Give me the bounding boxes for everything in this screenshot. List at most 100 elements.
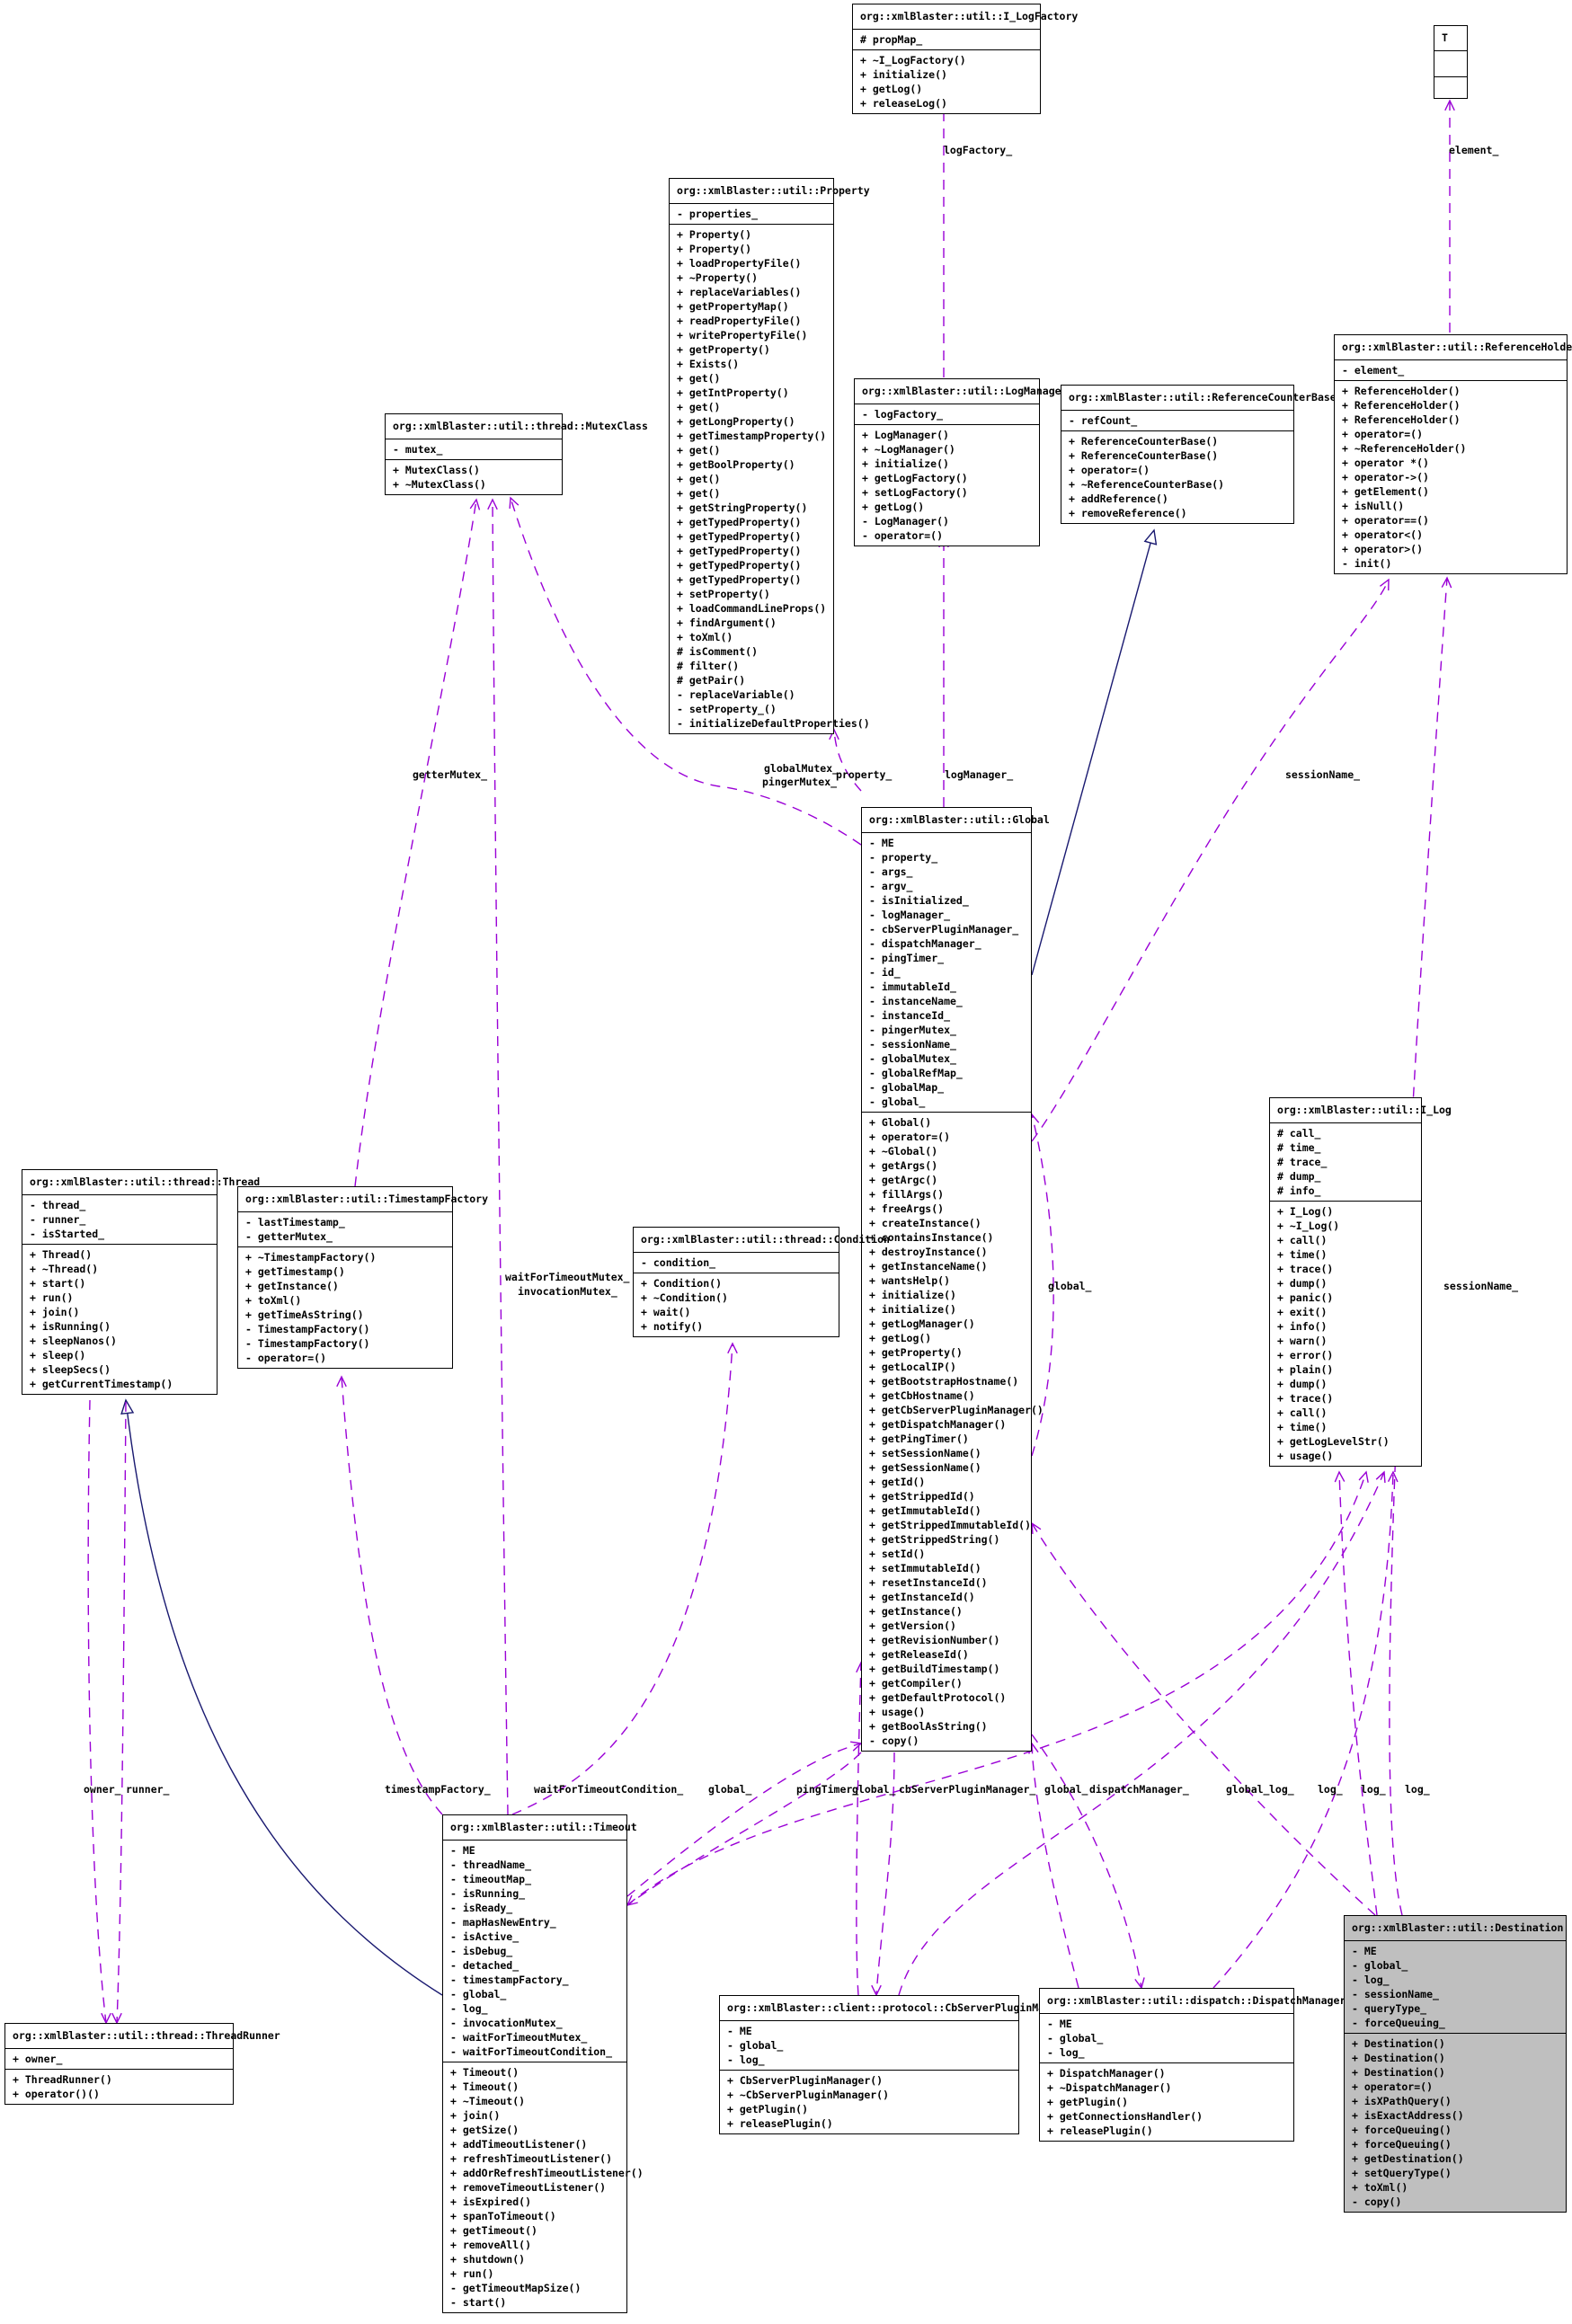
class-attribute: - property_ (869, 851, 938, 864)
class-title: org::xmlBlaster::util::Timeout (443, 1815, 637, 1841)
class-operation: + ThreadRunner() (13, 2073, 112, 2086)
class-operation: + releasePlugin() (727, 2117, 833, 2130)
class-attribute: - ME (869, 837, 894, 849)
class-attributes-section: - ME- global_- log_ (1040, 2014, 1293, 2063)
class-operation: + Property() (677, 228, 752, 241)
class-property: org::xmlBlaster::util::Property- propert… (669, 178, 870, 734)
class-attribute: - id_ (869, 966, 901, 979)
class-operation: + removeReference() (1069, 507, 1187, 519)
class-attribute: - instanceName_ (869, 995, 963, 1007)
class-attributes-section: # propMap_ (853, 30, 1040, 50)
class-operation: + plain() (1277, 1363, 1334, 1376)
class-title: org::xmlBlaster::util::thread::Condition (634, 1228, 890, 1253)
class-operation: + getCompiler() (869, 1677, 963, 1690)
class-operation: + forceQueuing() (1352, 2138, 1452, 2151)
edge-invocationmutex (492, 499, 509, 1815)
class-title: T (1434, 26, 1467, 51)
class-operation: + replaceVariables() (677, 286, 802, 298)
class-operations-section: + ThreadRunner()+ operator()() (5, 2070, 233, 2104)
class-attributes-section: - mutex_ (386, 439, 562, 460)
edge-label-pingermutex: pingerMutex_ (762, 776, 838, 788)
class-attribute: - instanceId_ (869, 1009, 951, 1022)
class-operation: + getProperty() (677, 343, 770, 356)
class-title: org::xmlBlaster::util::I_Log (1270, 1098, 1452, 1123)
class-logmanager: org::xmlBlaster::util::LogManager- logFa… (854, 378, 1067, 546)
class-operation: + getDispatchManager() (869, 1418, 1007, 1431)
class-operation: + removeAll() (450, 2239, 532, 2251)
edge-label-dispatchmanager: dispatchManager_ (1089, 1783, 1189, 1796)
class-attribute: - invocationMutex_ (450, 2017, 563, 2029)
class-operation: + getLog() (869, 1332, 932, 1344)
class-operation: + getInstanceId() (869, 1591, 975, 1603)
class-operation: + operator=() (1069, 464, 1150, 476)
class-operation: - initializeDefaultProperties() (677, 717, 870, 730)
class-attribute: # propMap_ (860, 33, 923, 46)
class-operation: + getBoolAsString() (869, 1720, 988, 1733)
class-operation: + notify() (641, 1320, 704, 1333)
class-operation: + operator->() (1342, 471, 1429, 483)
arrowhead (850, 1741, 863, 1752)
arrowhead (336, 1375, 347, 1388)
class-operation: + start() (30, 1277, 86, 1290)
class-operation: + initialize() (869, 1289, 956, 1301)
class-operation: + operator==() (1342, 514, 1429, 527)
class-operation: + operator *() (1342, 457, 1429, 469)
class-operation: + getSize() (450, 2124, 520, 2136)
class-operation: + getPlugin() (727, 2103, 809, 2116)
class-operation: + warn() (1277, 1335, 1328, 1347)
class-attribute: - element_ (1342, 364, 1405, 377)
class-operation: + Thread() (30, 1248, 93, 1261)
class-operation: + usage() (869, 1706, 926, 1718)
class-attribute: - global_ (1047, 2032, 1104, 2045)
class-attribute: - getterMutex_ (245, 1230, 333, 1243)
class-attribute: - waitForTimeoutCondition_ (450, 2045, 613, 2058)
class-operation: + error() (1277, 1349, 1334, 1362)
class-operation: # filter() (677, 660, 740, 672)
class-operation: - copy() (1352, 2195, 1402, 2208)
class-operation: + getStrippedImmutableId() (869, 1519, 1032, 1531)
class-operation: + getTimestamp() (245, 1265, 345, 1278)
class-attributes-section: - refCount_ (1061, 411, 1293, 431)
class-operation: + setQueryType() (1352, 2167, 1452, 2179)
class-operations-section: + Condition()+ ~Condition()+ wait()+ not… (634, 1273, 839, 1336)
class-operation: + getBuildTimestamp() (869, 1663, 1000, 1675)
class-operation: + getConnectionsHandler() (1047, 2110, 1203, 2123)
class-operation: + getProperty() (869, 1346, 963, 1359)
class-attribute: # dump_ (1277, 1170, 1321, 1183)
class-operations-section: + Global()+ operator=()+ ~Global()+ getA… (862, 1113, 1044, 1751)
class-operation: + getLogManager() (869, 1317, 975, 1330)
class-attribute: - mapHasNewEntry_ (450, 1916, 556, 1929)
class-operation: + getRevisionNumber() (869, 1634, 1000, 1646)
class-operation: + getInstance() (869, 1605, 963, 1618)
class-operation: + getDefaultProtocol() (869, 1691, 1007, 1704)
class-attribute: - immutableId_ (869, 980, 956, 993)
class-thread: org::xmlBlaster::util::thread::Thread- t… (22, 1169, 260, 1395)
arrowhead (1441, 576, 1452, 589)
class-operation: + MutexClass() (393, 464, 480, 476)
class-operation: + Exists() (677, 358, 740, 370)
edge-label-logmanager: logManager_ (945, 768, 1014, 781)
class-operation: + createInstance() (869, 1217, 981, 1229)
class-attributes-section: - ME- global_- log_ (720, 2021, 1018, 2071)
class-operations-section: + ReferenceCounterBase()+ ReferenceCount… (1061, 431, 1293, 523)
class-operation: + getImmutableId() (869, 1504, 981, 1517)
class-operation: + get() (677, 372, 721, 385)
edge-label-pingtimer: pingTimer_ (796, 1783, 859, 1796)
class-operation: + ~Thread() (30, 1263, 99, 1275)
edge-gettermutex (354, 499, 477, 1187)
class-title: org::xmlBlaster::util::Global (862, 808, 1050, 833)
arrowhead (509, 496, 520, 510)
edge-log-dest (1338, 1471, 1378, 1916)
class-attribute: - global_ (450, 1988, 507, 2000)
class-operation: + ~TimestampFactory() (245, 1251, 377, 1264)
edge-inherit-refcounter (1031, 529, 1155, 976)
class-attribute: - log_ (1047, 2046, 1085, 2059)
class-operation: - operator=() (862, 529, 944, 542)
edge-pingtimer (626, 1752, 862, 1906)
edge-label-global-dest: global_ (1226, 1783, 1270, 1796)
class-operation: + Destination() (1352, 2052, 1445, 2064)
arrowhead (1375, 1470, 1386, 1484)
class-operation: + loadPropertyFile() (677, 257, 802, 270)
class-attribute: - globalRefMap_ (869, 1067, 963, 1079)
